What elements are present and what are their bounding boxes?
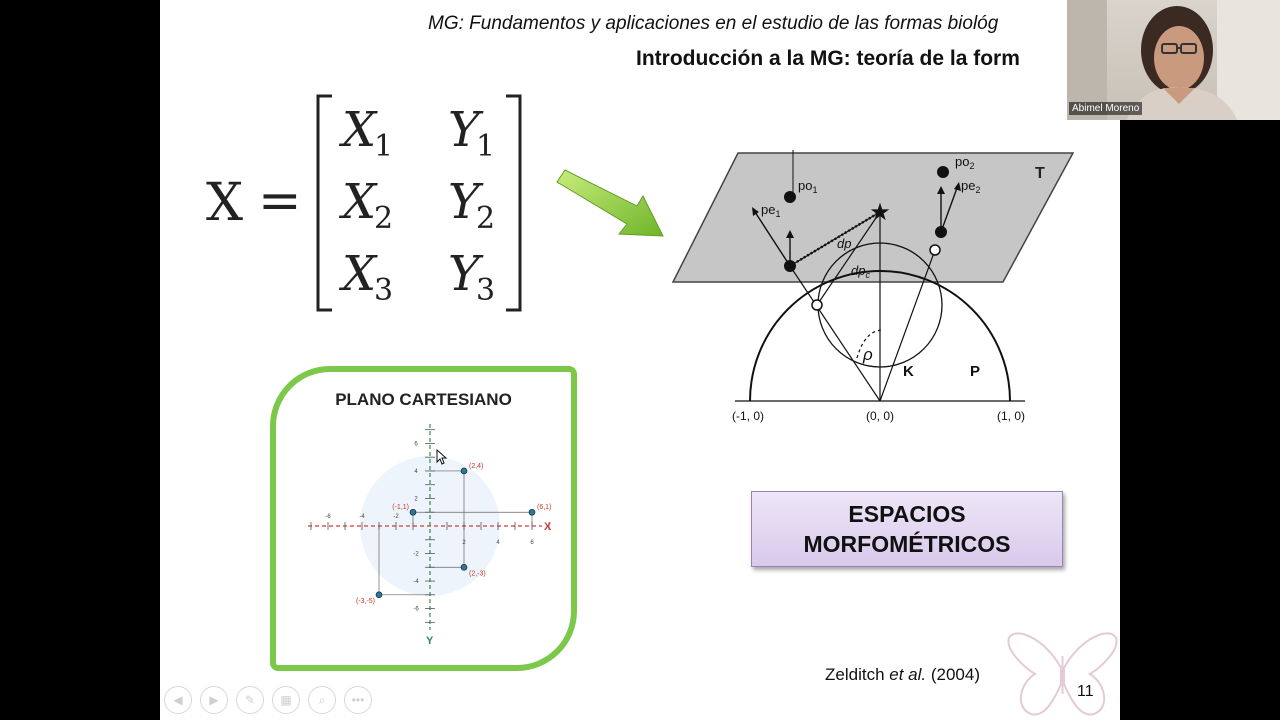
svg-text:dpc: dpc xyxy=(851,263,870,280)
next-button[interactable]: ▶ xyxy=(200,686,228,714)
plot-point xyxy=(528,508,536,516)
hollow-point-left xyxy=(811,299,823,311)
hollow-point-right xyxy=(929,244,941,256)
ellipsis-icon: ••• xyxy=(351,693,365,707)
arrow-left-icon: ◀ xyxy=(173,693,183,707)
y-tick-label: 2 xyxy=(414,496,418,502)
y-axis-label: Y xyxy=(426,635,434,647)
section-title: Introducción a la MG: teoría de la form xyxy=(636,47,1020,70)
y-tick-label: 4 xyxy=(414,469,418,475)
plot-point xyxy=(460,467,468,475)
cell-x2: X xyxy=(338,174,378,230)
x-tick-label: -6 xyxy=(325,514,331,520)
plane-label: T xyxy=(1035,165,1045,182)
plot-point xyxy=(409,508,417,516)
slide-number: 11 xyxy=(1077,683,1094,700)
cell-x1: X xyxy=(338,102,378,158)
cell-y3: Y xyxy=(448,246,484,302)
point-po2 xyxy=(937,166,949,178)
cell-x3: X xyxy=(338,246,378,302)
matrix-equation: X = X 1 Y 1 X 2 Y 2 X 3 Y 3 xyxy=(206,94,522,312)
cartesian-title: PLANO CARTESIANO xyxy=(335,390,512,409)
shape-space-diagram: T ★ po1 pe1 po2 pe2 dp dpc ρ K P xyxy=(671,150,1075,423)
x-tick-label: 2 xyxy=(462,540,466,546)
point-shape-2 xyxy=(935,226,947,238)
rho-label: ρ xyxy=(862,345,873,364)
point-label: (6,1) xyxy=(537,504,551,511)
magnifier-icon: ⌕ xyxy=(318,692,326,707)
y-tick-label: -4 xyxy=(413,579,419,585)
plot-point xyxy=(460,563,468,571)
prev-button[interactable]: ◀ xyxy=(164,686,192,714)
cell-y3-sub: 3 xyxy=(476,273,495,308)
x-tick-label: 6 xyxy=(530,540,534,546)
matrix-equals: = xyxy=(258,171,302,231)
cell-y2: Y xyxy=(448,174,484,230)
citation: Zelditch et al. (2004) xyxy=(825,665,980,684)
matrix-right-bracket xyxy=(506,94,522,312)
point-label: (2,4) xyxy=(469,463,483,470)
point-label: (2,-3) xyxy=(469,570,486,577)
svg-text:pe2: pe2 xyxy=(961,178,980,195)
cell-y1: Y xyxy=(448,102,484,158)
svg-text:po2: po2 xyxy=(955,154,974,171)
y-tick-label: -6 xyxy=(413,607,419,613)
cartesian-plane-card: PLANO CARTESIANO -6 -4 -2 2 4 6 6 4 2 -2 -4 -6 X Y … xyxy=(270,366,577,671)
cartesian-plane: -6 -4 -2 2 4 6 6 4 2 -2 -4 -6 X Y (2,4) (-1,1) (6,1) (… xyxy=(308,424,552,647)
mouse-cursor-icon xyxy=(436,449,448,465)
zoom-button[interactable]: ⌕ xyxy=(308,686,336,714)
espacios-morfometricos-box: ESPACIOS MORFOMÉTRICOS xyxy=(751,491,1063,567)
cell-x2-sub: 2 xyxy=(374,201,393,236)
course-title: MG: Fundamentos y aplicaciones en el est… xyxy=(428,13,999,34)
x-tick-label: 4 xyxy=(496,540,500,546)
cell-y1-sub: 1 xyxy=(476,129,495,164)
point-po1 xyxy=(784,191,796,203)
x-tick-label: -2 xyxy=(393,514,399,520)
more-button[interactable]: ••• xyxy=(344,686,372,714)
k-label: K xyxy=(903,363,914,380)
pen-icon: ✎ xyxy=(244,693,256,707)
plot-point xyxy=(375,591,383,599)
butterfly-logo-icon xyxy=(1007,632,1118,716)
svg-text:pe1: pe1 xyxy=(761,202,780,219)
slideshow-toolbar: ◀ ▶ ✎ ▦ ⌕ ••• xyxy=(164,686,372,714)
axis-label-left: (-1, 0) xyxy=(732,409,764,423)
pole-star-icon: ★ xyxy=(869,199,891,226)
cell-x3-sub: 3 xyxy=(374,273,393,308)
svg-text:po1: po1 xyxy=(798,178,817,195)
y-tick-label: -2 xyxy=(413,552,419,558)
pen-button[interactable]: ✎ xyxy=(236,686,264,714)
cell-x1-sub: 1 xyxy=(374,129,393,164)
matrix-left-bracket xyxy=(316,94,332,312)
axis-label-origin: (0, 0) xyxy=(866,409,894,423)
cell-y2-sub: 2 xyxy=(476,201,495,236)
green-arrow-icon xyxy=(556,169,664,237)
slides-button[interactable]: ▦ xyxy=(272,686,300,714)
participant-name: Abimel Moreno xyxy=(1069,102,1143,115)
arrow-right-icon: ▶ xyxy=(209,693,219,707)
y-tick-label: 6 xyxy=(414,441,418,447)
participant-video[interactable]: Abimel Moreno xyxy=(1067,0,1280,120)
dp-label: dp xyxy=(837,236,851,251)
matrix-cells: X 1 Y 1 X 2 Y 2 X 3 Y 3 xyxy=(338,102,495,308)
x-axis-label: X xyxy=(544,521,552,533)
point-shape-1 xyxy=(784,260,796,272)
x-tick-label: -4 xyxy=(359,514,365,520)
axis-label-right: (1, 0) xyxy=(997,409,1025,423)
presentation-slide: MG: Fundamentos y aplicaciones en el est… xyxy=(160,0,1120,720)
slides-icon: ▦ xyxy=(280,693,292,707)
point-label: (-1,1) xyxy=(392,504,409,511)
p-label: P xyxy=(970,363,980,380)
point-label: (-3,-5) xyxy=(356,598,375,605)
participant-video-feed xyxy=(1067,0,1280,120)
matrix-lhs: X xyxy=(206,173,243,233)
